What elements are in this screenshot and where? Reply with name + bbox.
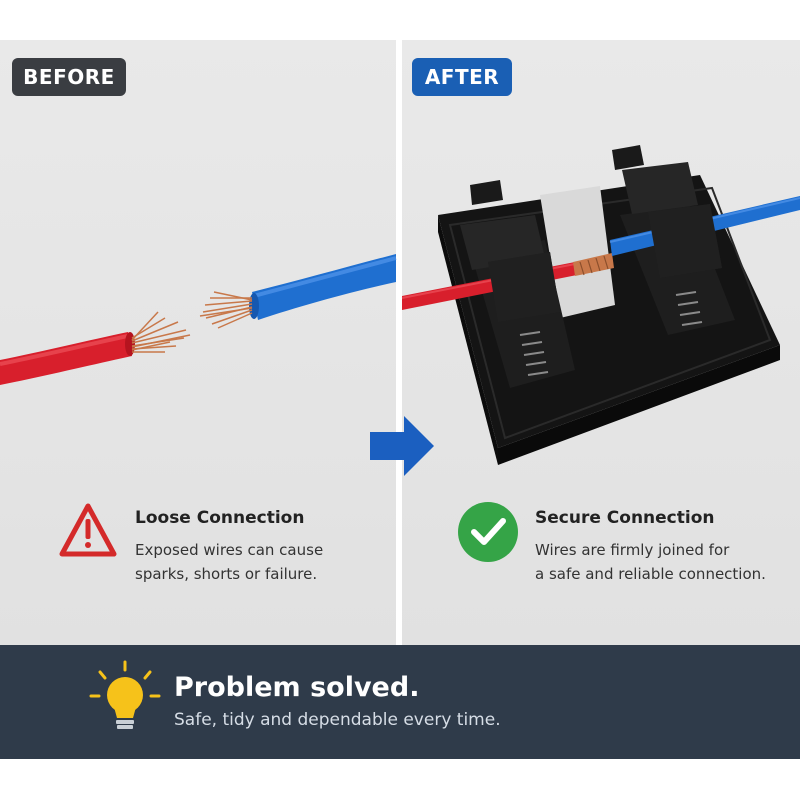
- secure-connection-title: Secure Connection: [535, 508, 715, 528]
- front-lever-left: [488, 252, 560, 322]
- secure-connection-line-1: Wires are firmly joined for: [535, 541, 730, 559]
- footer-subtitle: Safe, tidy and dependable every time.: [174, 710, 501, 730]
- bottom-margin: [0, 759, 800, 800]
- arrow-right-icon: [370, 416, 434, 476]
- lightbulb-icon: [89, 660, 161, 729]
- red-wire-loose: [0, 311, 191, 385]
- loose-connection-title: Loose Connection: [135, 508, 305, 528]
- front-lever-right: [648, 204, 722, 278]
- secure-connection-description: Wires are firmly joined for a safe and r…: [535, 538, 795, 586]
- loose-connection-line-1: Exposed wires can cause: [135, 541, 324, 559]
- red-wire-strands: [131, 311, 191, 353]
- loose-connection-line-2: sparks, shorts or failure.: [135, 565, 318, 583]
- secure-connection-line-2: a safe and reliable connection.: [535, 565, 766, 583]
- check-circle-icon: [458, 502, 518, 562]
- blue-wire-strands: [199, 291, 253, 329]
- blue-wire-loose: [199, 254, 397, 329]
- loose-connection-description: Exposed wires can cause sparks, shorts o…: [135, 538, 375, 586]
- copper-joint: [573, 253, 614, 276]
- wire-connector-block: [438, 145, 780, 465]
- before-badge: BEFORE: [12, 58, 126, 96]
- after-badge: AFTER: [412, 58, 512, 96]
- warning-triangle-icon: [59, 503, 117, 557]
- panel-divider: [396, 40, 402, 645]
- footer-title: Problem solved.: [174, 672, 420, 703]
